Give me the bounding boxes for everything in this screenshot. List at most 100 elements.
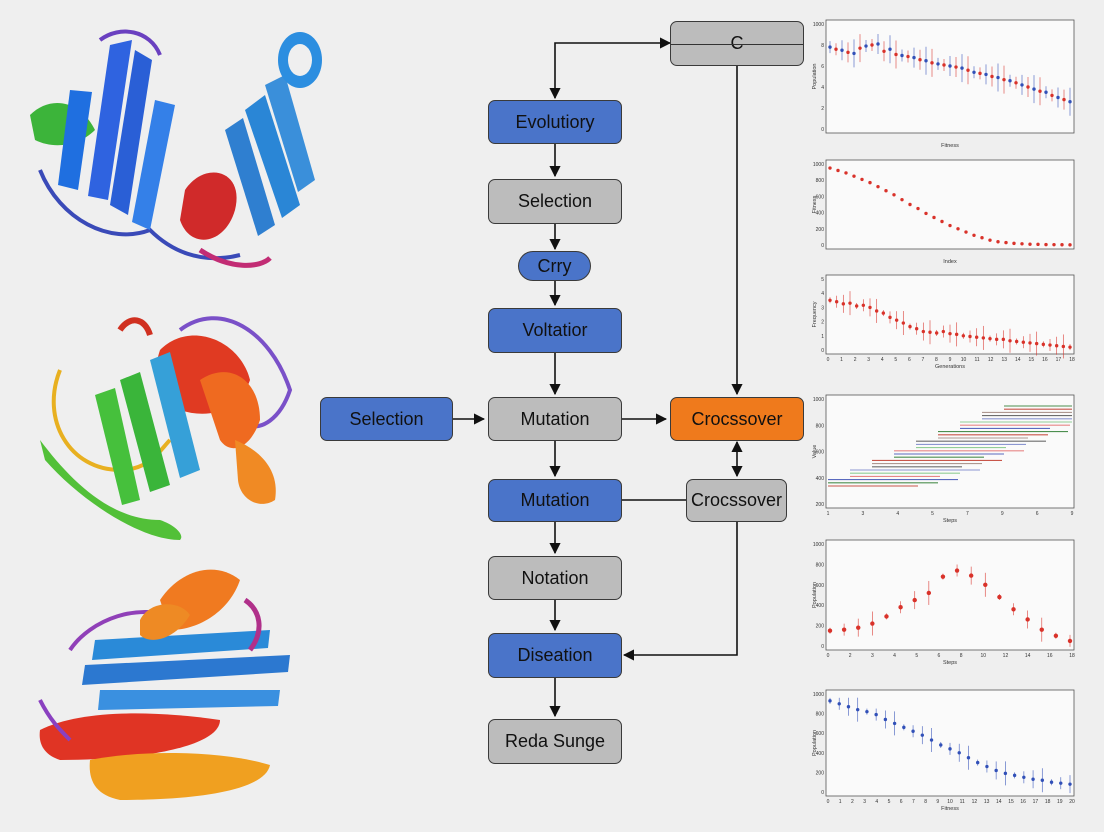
node-mutation-lower[interactable]: Mutation: [488, 479, 622, 522]
y-tick-label: 200: [816, 770, 825, 776]
x-tick-label: 5: [931, 511, 934, 517]
data-point: [997, 594, 1002, 600]
x-tick-label: 9: [1071, 511, 1074, 517]
data-point: [912, 55, 916, 60]
data-point: [841, 302, 846, 306]
x-axis-label: Generations: [935, 364, 965, 370]
data-point: [908, 324, 912, 329]
y-tick-label: 400: [816, 211, 825, 217]
data-point: [981, 336, 986, 340]
node-top-c[interactable]: C: [670, 21, 804, 66]
x-tick-label: 10: [980, 653, 986, 659]
data-point: [920, 733, 925, 737]
data-point: [921, 329, 926, 334]
data-point: [984, 72, 988, 77]
x-tick-label: 6: [1036, 511, 1039, 517]
node-cry[interactable]: Crry: [518, 251, 591, 281]
data-point: [914, 327, 919, 331]
data-point: [1059, 781, 1063, 785]
x-tick-label: 14: [996, 799, 1002, 805]
data-point: [1067, 638, 1073, 644]
x-tick-label: 16: [1047, 653, 1053, 659]
data-point: [966, 68, 970, 72]
data-point: [929, 738, 934, 742]
data-point: [874, 712, 878, 717]
y-tick-label: 8: [821, 43, 824, 49]
x-tick-label: 11: [960, 799, 965, 805]
data-point: [972, 70, 976, 75]
x-tick-label: 3: [861, 511, 864, 517]
data-point: [841, 627, 847, 632]
charts-panel: 100086420FitnessPopulation10008006004002…: [812, 19, 1075, 812]
data-point: [855, 707, 860, 712]
x-tick-label: 3: [867, 357, 870, 363]
data-point: [882, 49, 886, 53]
node-diseation[interactable]: Diseation: [488, 633, 622, 678]
data-point: [994, 337, 999, 342]
data-point: [940, 219, 944, 224]
data-point: [844, 171, 848, 175]
data-point: [1008, 339, 1012, 343]
data-point: [834, 300, 839, 304]
data-point: [1052, 242, 1056, 247]
x-tick-label: 2: [851, 799, 854, 805]
y-tick-label: 5: [821, 277, 824, 283]
x-tick-label: 3: [871, 653, 874, 659]
arrow-crossover-to-diseation: [622, 522, 738, 661]
data-point: [1041, 342, 1046, 347]
data-point: [996, 240, 1000, 244]
x-tick-label: 13: [984, 799, 990, 805]
data-point: [1054, 344, 1059, 348]
data-point: [936, 62, 940, 66]
y-tick-label: 1000: [813, 397, 824, 403]
node-crossover-gray[interactable]: Crocssover: [686, 479, 787, 522]
x-axis-label: Fitness: [941, 143, 959, 149]
y-tick-label: 0: [821, 127, 824, 133]
data-point: [961, 334, 966, 338]
x-tick-label: 7: [921, 357, 924, 363]
data-point: [941, 329, 946, 334]
node-evolutionary[interactable]: Evolutiory: [488, 100, 622, 144]
x-tick-label: 7: [912, 799, 915, 805]
node-selection-main[interactable]: Selection: [488, 179, 622, 224]
node-voltation[interactable]: Voltatior: [488, 308, 622, 353]
data-point: [828, 699, 832, 703]
x-tick-label: 8: [960, 653, 963, 659]
node-selection-left[interactable]: Selection: [320, 397, 453, 441]
data-point: [1028, 242, 1032, 246]
data-point: [876, 184, 880, 189]
data-point: [924, 59, 928, 63]
y-tick-label: 0: [821, 790, 824, 796]
x-tick-label: 0: [827, 357, 830, 363]
data-point: [948, 331, 952, 336]
node-crossover-orange[interactable]: Crocssover: [670, 397, 804, 441]
data-point: [868, 180, 872, 185]
y-tick-label: 1000: [813, 22, 824, 28]
protein-structures: [30, 29, 322, 800]
node-reda[interactable]: Reda Sunge: [488, 719, 622, 764]
data-point: [900, 53, 904, 58]
chart-frame: [825, 159, 1075, 250]
y-tick-label: 600: [816, 450, 825, 456]
x-tick-label: 15: [1008, 799, 1014, 805]
data-point: [1011, 607, 1016, 612]
node-notation[interactable]: Notation: [488, 556, 622, 600]
data-point: [1068, 345, 1072, 349]
data-point: [1044, 90, 1048, 94]
data-point: [1039, 627, 1044, 632]
node-mutation-center[interactable]: Mutation: [488, 397, 622, 441]
y-tick-label: 400: [816, 603, 825, 609]
data-point: [858, 46, 862, 50]
y-tick-label: 4: [821, 291, 824, 297]
data-point: [994, 768, 998, 773]
x-axis-label: Steps: [943, 518, 957, 524]
y-tick-label: 200: [816, 502, 825, 508]
data-point: [1040, 778, 1045, 782]
data-point: [954, 65, 958, 69]
data-point: [1061, 344, 1066, 349]
x-axis-label: Steps: [943, 660, 957, 666]
y-tick-label: 400: [816, 476, 825, 482]
x-tick-label: 2: [854, 357, 857, 363]
x-tick-label: 8: [935, 357, 938, 363]
